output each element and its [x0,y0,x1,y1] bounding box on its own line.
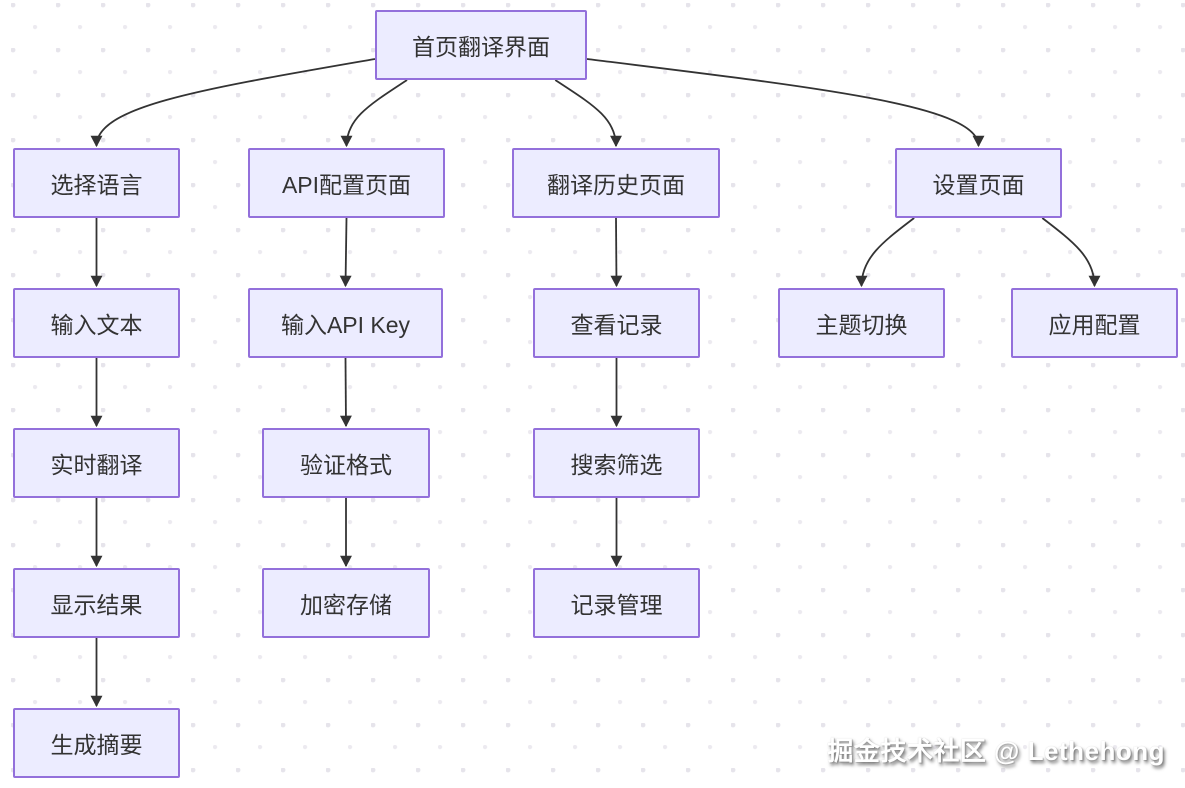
node-history-page: 翻译历史页面 [512,148,720,218]
edge-settings-page-to-app-config [1041,217,1101,288]
edge-home-to-api-config-page [340,79,408,148]
edge-home-to-select-language [90,58,376,148]
node-search-filter: 搜索筛选 [533,428,700,498]
edge-history-page-to-view-records [610,217,623,288]
node-input-text: 输入文本 [13,288,180,358]
edge-settings-page-to-theme-toggle [855,217,915,288]
watermark-text: 掘金技术社区 @ Lethehong [827,736,1165,766]
node-generate-summary: 生成摘要 [13,708,180,778]
node-settings-page: 设置页面 [895,148,1062,218]
node-theme-toggle: 主题切换 [778,288,945,358]
node-validate-format: 验证格式 [262,428,430,498]
node-record-management: 记录管理 [533,568,700,638]
edge-input-api-key-to-validate-format [339,357,352,428]
node-select-language: 选择语言 [13,148,180,218]
edge-home-to-history-page [554,79,622,148]
node-realtime-translate: 实时翻译 [13,428,180,498]
node-encrypted-storage: 加密存储 [262,568,430,638]
node-api-config-page: API配置页面 [248,148,445,218]
node-home: 首页翻译界面 [375,10,587,80]
edge-api-config-page-to-input-api-key [339,217,352,288]
node-app-config: 应用配置 [1011,288,1178,358]
node-show-results: 显示结果 [13,568,180,638]
node-input-api-key: 输入API Key [248,288,443,358]
edge-home-to-settings-page [586,58,985,148]
node-view-records: 查看记录 [533,288,700,358]
